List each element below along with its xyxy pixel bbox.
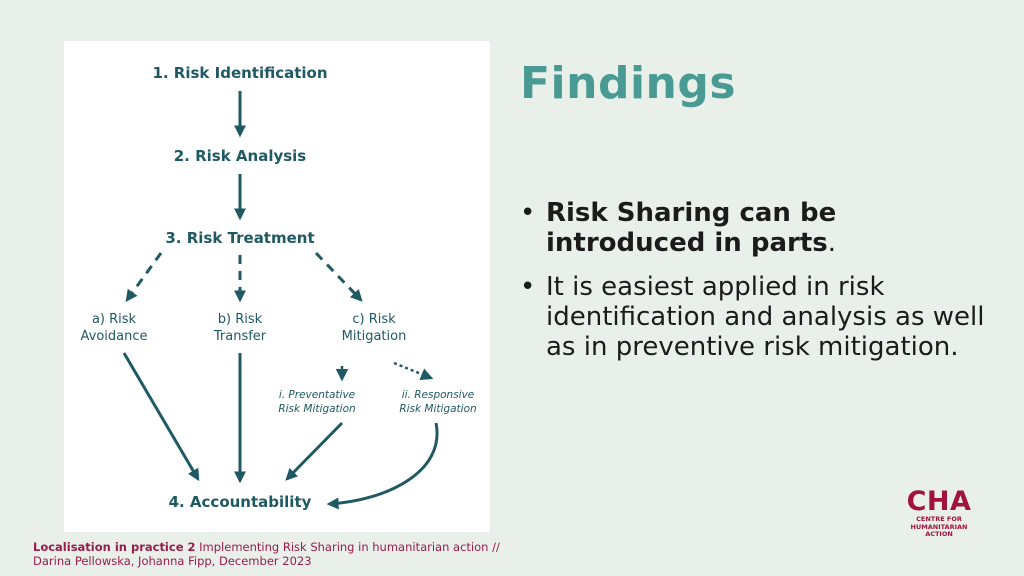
citation: Localisation in practice 2 Implementing … bbox=[33, 540, 500, 568]
cha-wordmark: CHA bbox=[906, 486, 972, 517]
arrow-treatment-mitigation bbox=[314, 251, 363, 302]
sub-responsive-mitigation: ii. Responsive Risk Mitigation bbox=[386, 388, 490, 416]
bullet-text: It is easiest applied in risk identifica… bbox=[546, 272, 985, 362]
branch-avoidance-line-1: a) Risk bbox=[91, 312, 137, 327]
cha-logo-line-2: HUMANITARIAN bbox=[910, 522, 968, 531]
branch-risk-transfer: b) Risk Transfer bbox=[190, 311, 290, 345]
branch-mitigation-line-2: Mitigation bbox=[341, 329, 407, 344]
branch-risk-avoidance: a) Risk Avoidance bbox=[64, 311, 164, 345]
bullet-item: • It is easiest applied in risk identific… bbox=[520, 272, 990, 362]
bullet-strong-text: Risk Sharing can be introduced in parts bbox=[546, 198, 837, 258]
bullet-text: . bbox=[827, 228, 836, 258]
bullet-dot: • bbox=[520, 272, 536, 302]
cha-logo-line-3: ACTION bbox=[925, 530, 953, 538]
branch-transfer-line-1: b) Risk bbox=[217, 312, 263, 327]
preventative-line-2: Risk Mitigation bbox=[278, 403, 356, 415]
cha-logo-line-1: CENTRE FOR bbox=[916, 515, 962, 523]
findings-bullets: • Risk Sharing can be introduced in parts… bbox=[520, 198, 990, 376]
responsive-line-2: Risk Mitigation bbox=[399, 403, 477, 415]
bullet-item: • Risk Sharing can be introduced in parts… bbox=[520, 198, 990, 258]
step-risk-analysis: 2. Risk Analysis bbox=[173, 147, 307, 165]
arrow-responsive-accountability bbox=[326, 422, 439, 510]
bullet-dot: • bbox=[520, 198, 536, 228]
step-risk-identification: 1. Risk Identification bbox=[152, 64, 328, 82]
preventative-line-1: i. Preventative bbox=[278, 389, 356, 401]
branch-risk-mitigation: c) Risk Mitigation bbox=[320, 311, 428, 345]
responsive-line-1: ii. Responsive bbox=[401, 389, 475, 401]
citation-authors: Darina Pellowska, Johanna Fipp, December… bbox=[33, 554, 312, 568]
sub-preventative-mitigation: i. Preventative Risk Mitigation bbox=[267, 388, 367, 416]
citation-title: Implementing Risk Sharing in humanitaria… bbox=[195, 540, 500, 554]
arrow-treatment-avoidance bbox=[125, 252, 163, 302]
step-risk-treatment: 3. Risk Treatment bbox=[165, 229, 315, 247]
arrow-mitigation-responsive bbox=[393, 361, 434, 381]
citation-series: Localisation in practice 2 bbox=[33, 540, 196, 554]
slide-title: Findings bbox=[520, 58, 737, 109]
risk-process-diagram: 1. Risk Identification 2. Risk Analysis … bbox=[64, 41, 490, 532]
branch-avoidance-line-2: Avoidance bbox=[80, 329, 148, 344]
branch-mitigation-line-1: c) Risk bbox=[352, 312, 396, 327]
cha-logo: CHA CENTRE FOR HUMANITARIAN ACTION bbox=[904, 488, 974, 539]
branch-transfer-line-2: Transfer bbox=[213, 329, 267, 344]
arrow-avoidance-accountability bbox=[122, 352, 200, 482]
diagram-arrows bbox=[122, 91, 439, 510]
arrow-preventative-accountability bbox=[285, 421, 344, 481]
step-accountability: 4. Accountability bbox=[168, 493, 312, 511]
